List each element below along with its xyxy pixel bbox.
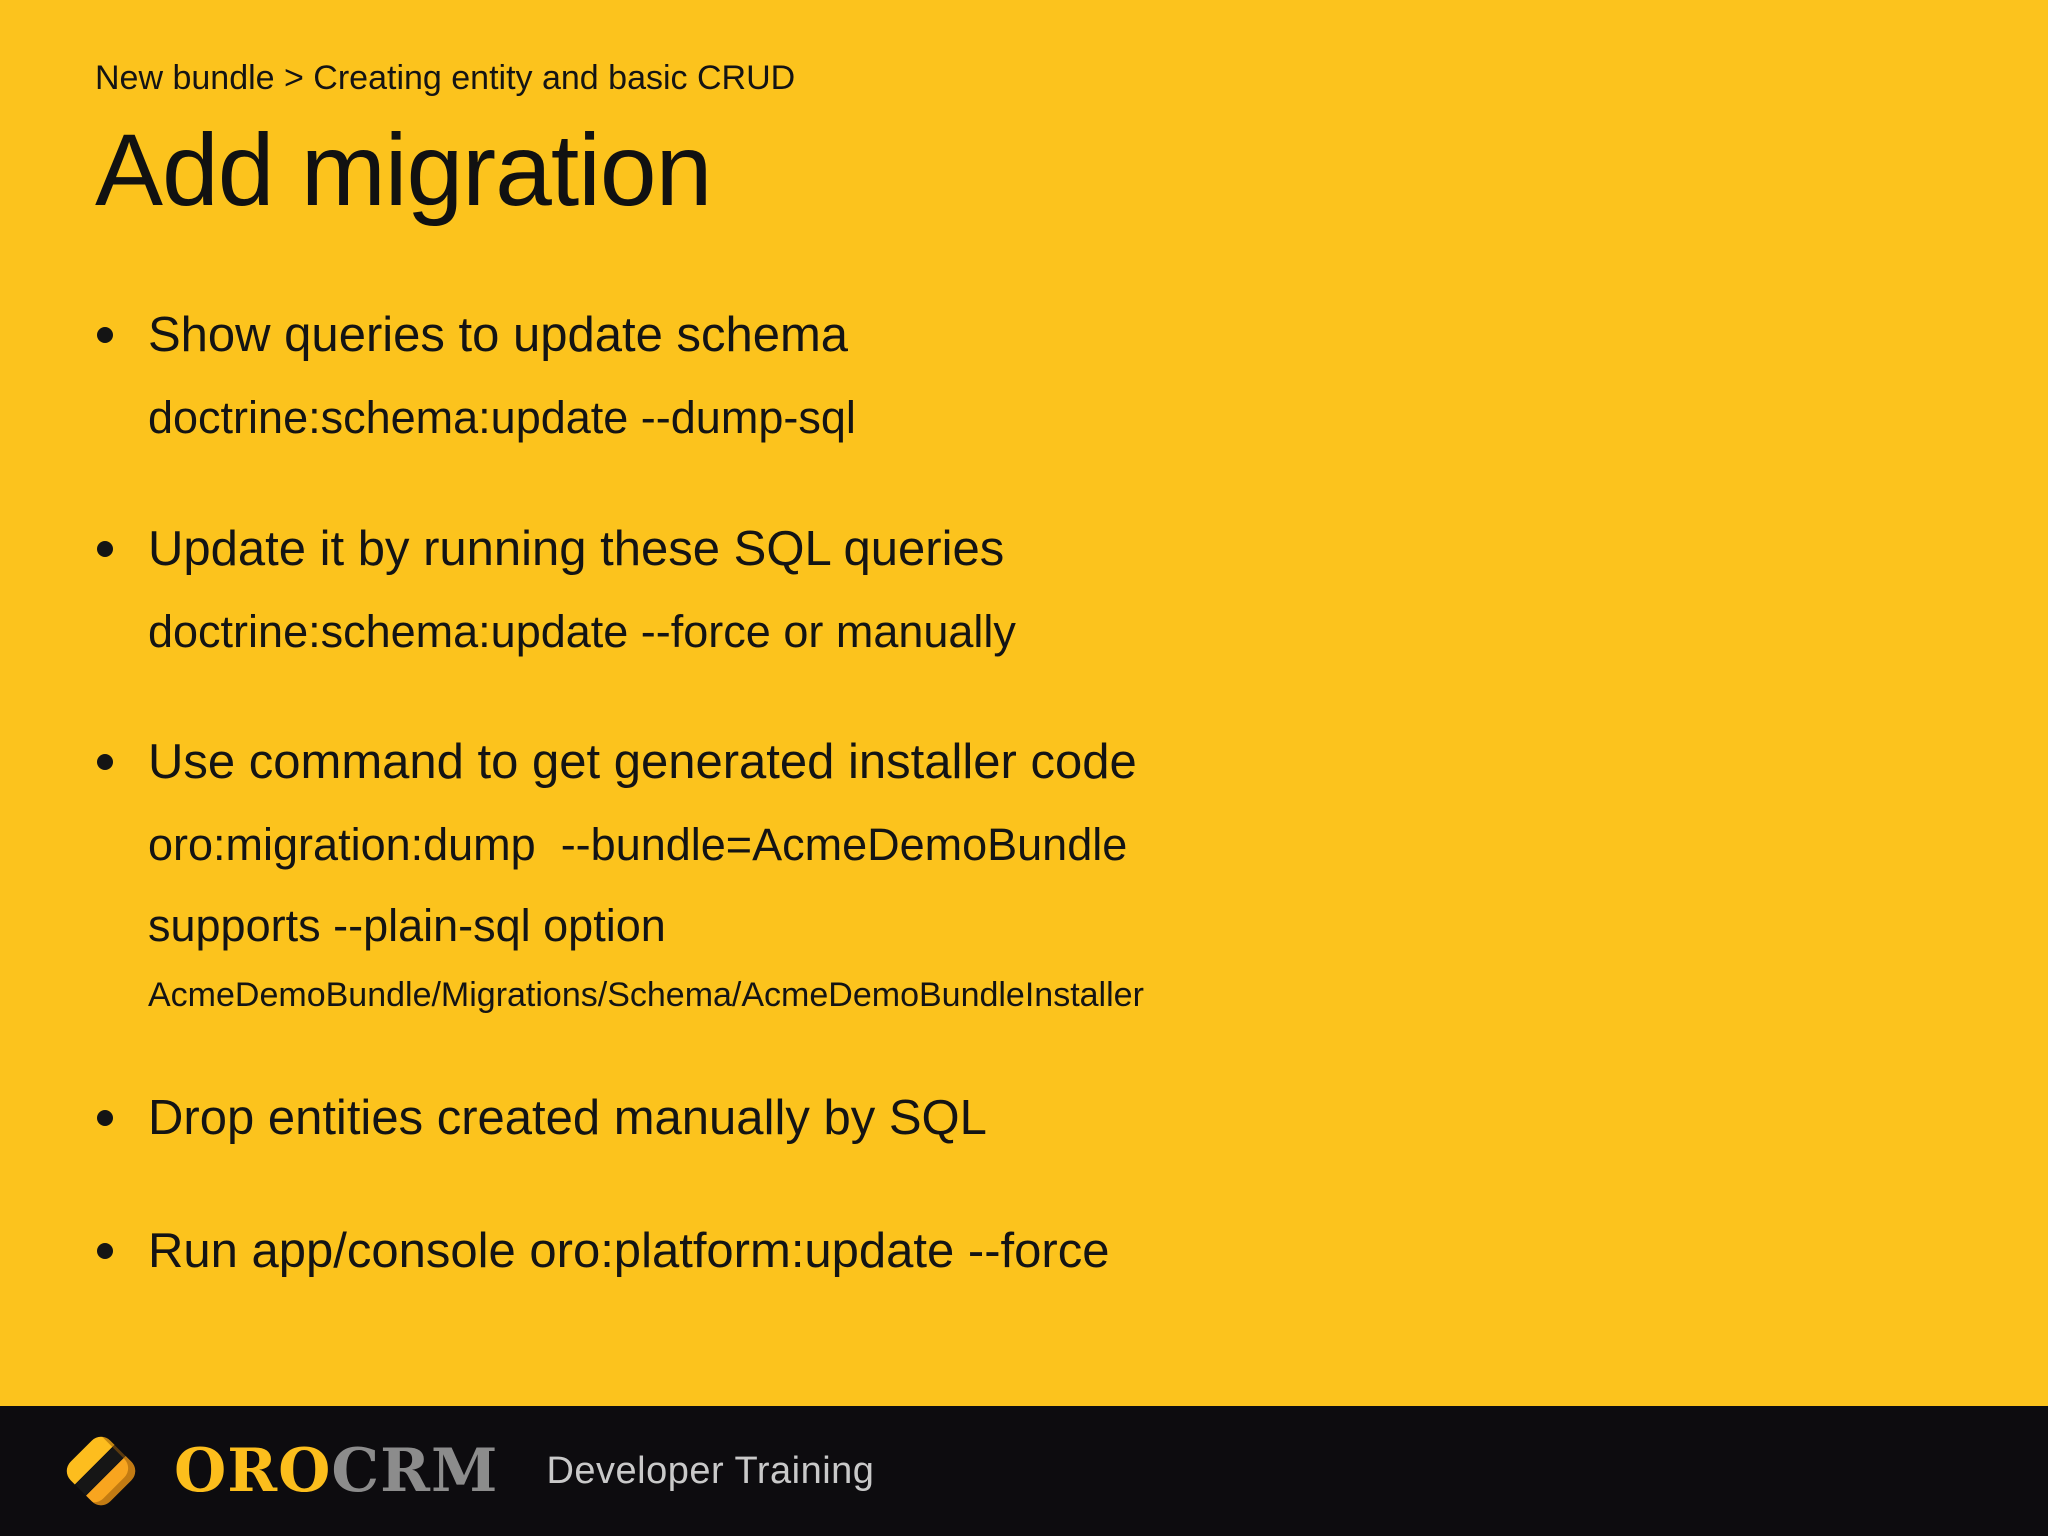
bullet-dot: [97, 1109, 113, 1126]
bullet-dot: [97, 1243, 113, 1260]
bullet-list: Show queries to update schema doctrine:s…: [95, 305, 1945, 1282]
bullet-item-installer-code: Use command to get generated installer c…: [95, 732, 1945, 1016]
command-line: doctrine:schema:update --force or manual…: [148, 605, 1016, 657]
breadcrumb: New bundle > Creating entity and basic C…: [95, 59, 796, 97]
bullet-text: Use command to get generated installer c…: [148, 735, 1137, 790]
bullet-item-drop-entities: Drop entities created manually by SQL: [95, 1088, 1945, 1149]
logo-text: OROCRM: [174, 1441, 498, 1501]
bullet-dot: [97, 754, 113, 771]
command-line: doctrine:schema:update --dump-sql: [148, 392, 856, 444]
slide-content: New bundle > Creating entity and basic C…: [95, 59, 1945, 1282]
bullet-text: Update it by running these SQL queries: [148, 521, 1005, 576]
bullet-text: Run app/console oro:platform:update --fo…: [148, 1224, 1110, 1279]
bullet-dot: [97, 540, 113, 557]
footer-subtitle: Developer Training: [546, 1449, 875, 1492]
page-title: Add migration: [95, 112, 712, 227]
oro-diamond-icon: [61, 1431, 141, 1511]
logo-text-crm: CRM: [331, 1436, 499, 1506]
footer-bar: OROCRM Developer Training: [0, 1406, 2048, 1536]
bullet-item-show-queries: Show queries to update schema doctrine:s…: [95, 305, 1945, 447]
bullet-dot: [97, 327, 113, 344]
logo-text-oro: ORO: [174, 1436, 332, 1506]
bullet-text: Show queries to update schema: [148, 308, 849, 363]
bullet-item-platform-update: Run app/console oro:platform:update --fo…: [95, 1221, 1945, 1282]
bullet-item-update-sql: Update it by running these SQL queries d…: [95, 519, 1945, 661]
oro-logo-icon: [58, 1428, 144, 1514]
bullet-text: Drop entities created manually by SQL: [148, 1090, 987, 1145]
command-line: supports --plain-sql option: [148, 899, 666, 951]
command-line: oro:migration:dump --bundle=AcmeDemoBund…: [148, 819, 1128, 871]
file-path-line: AcmeDemoBundle/Migrations/Schema/AcmeDem…: [148, 975, 1144, 1014]
